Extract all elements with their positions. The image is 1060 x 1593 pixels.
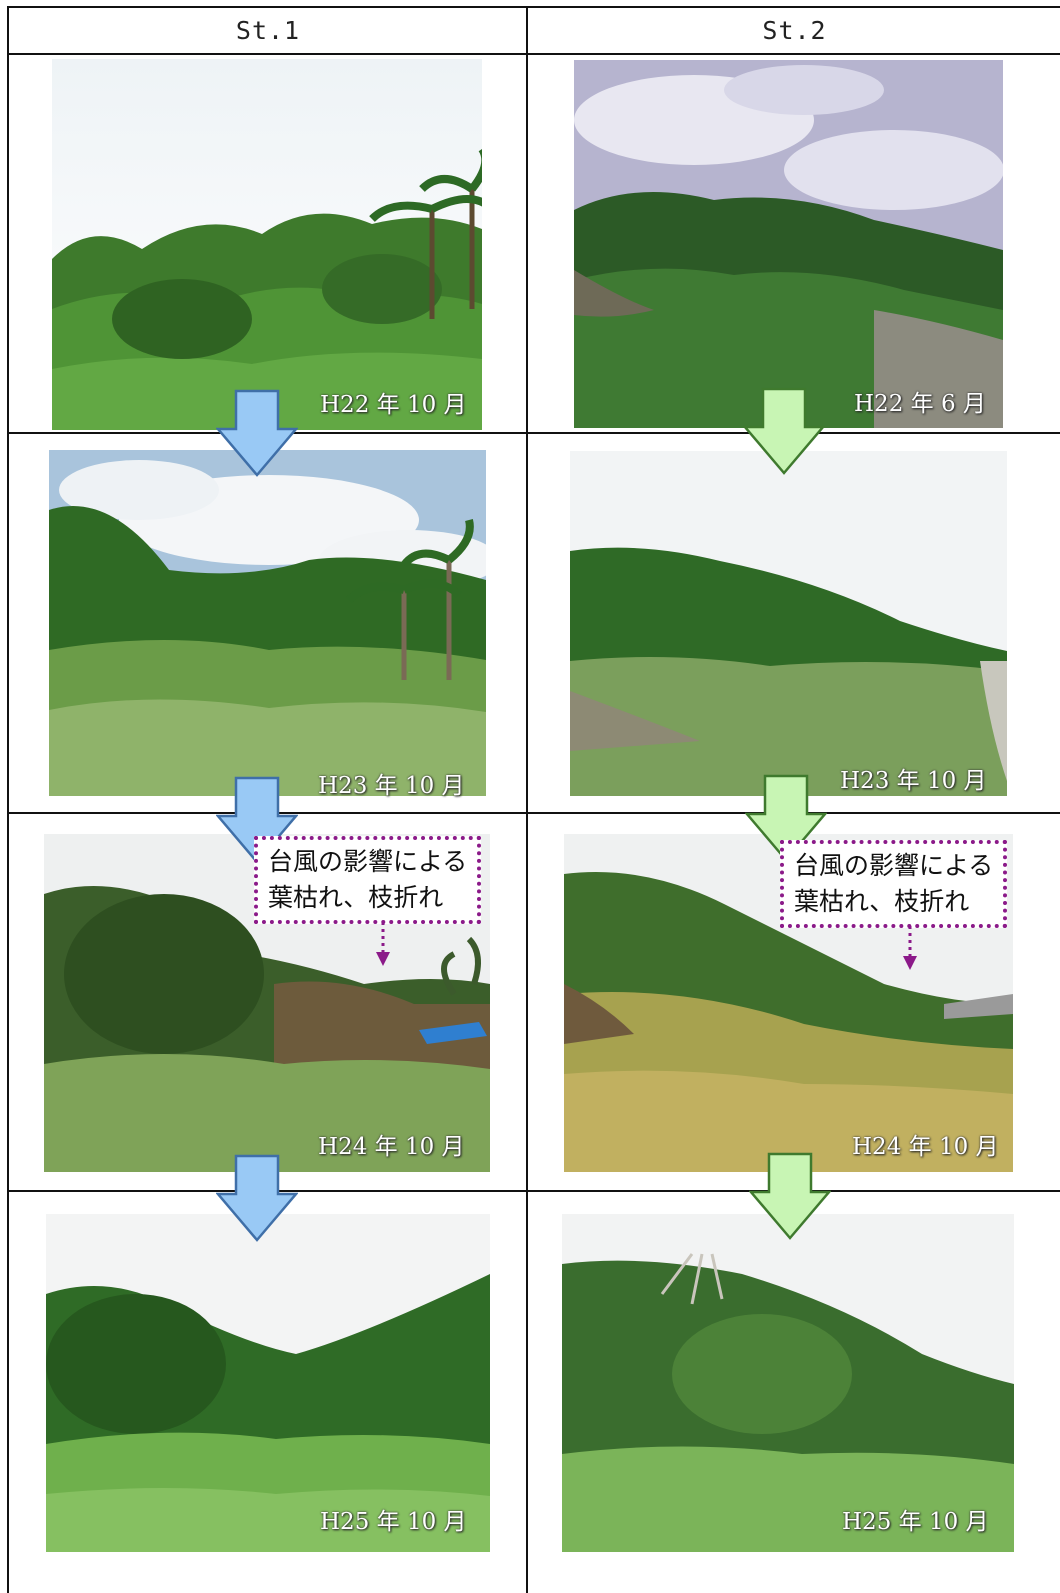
table-row-divider: [7, 432, 1060, 434]
typhoon-damage-callout-st2: 台風の影響による 葉枯れ、枝折れ: [780, 840, 1008, 928]
caption-st1-h25: H25 年 10 月: [320, 1509, 467, 1535]
column-header-st2: St.2: [762, 15, 827, 45]
typhoon-damage-callout-st1: 台風の影響による 葉枯れ、枝折れ: [254, 836, 482, 924]
table-column-divider: [526, 6, 528, 1593]
photo-st2-h22: [574, 60, 1003, 428]
table-row-divider: [7, 1190, 1060, 1192]
caption-st2-h24: H24 年 10 月: [852, 1134, 999, 1160]
callout-line-2: 葉枯れ、枝折れ: [268, 883, 444, 912]
down-arrow-icon: [216, 389, 298, 477]
caption-st2-h23: H23 年 10 月: [840, 768, 987, 794]
photo-st1-h25: [46, 1214, 490, 1552]
down-arrow-icon: [749, 1152, 831, 1240]
photo-st1-h22: [52, 59, 482, 430]
photo-st2-h24: [564, 834, 1013, 1172]
dotted-pointer-icon: [375, 922, 391, 968]
callout-line-2: 葉枯れ、枝折れ: [794, 887, 970, 916]
caption-st1-h22: H22 年 10 月: [320, 392, 467, 418]
photo-st2-h25: [562, 1214, 1014, 1552]
table-border-top: [7, 6, 1060, 8]
photo-st1-h23: [49, 450, 486, 796]
table-row-divider: [7, 812, 1060, 814]
caption-st2-h22: H22 年 6 月: [854, 391, 986, 417]
photo-st2-h23: [570, 451, 1007, 796]
table-border-left: [7, 6, 9, 1593]
callout-line-1: 台風の影響による: [794, 851, 994, 880]
dotted-pointer-icon: [902, 926, 918, 972]
table-row-divider: [7, 53, 1060, 55]
caption-st1-h24: H24 年 10 月: [318, 1134, 465, 1160]
down-arrow-icon: [216, 1154, 298, 1242]
caption-st1-h23: H23 年 10 月: [318, 773, 465, 799]
caption-st2-h25: H25 年 10 月: [842, 1509, 989, 1535]
column-header-st1: St.1: [235, 15, 301, 45]
callout-line-1: 台風の影響による: [268, 847, 468, 876]
down-arrow-icon: [745, 774, 827, 862]
down-arrow-icon: [743, 387, 825, 475]
